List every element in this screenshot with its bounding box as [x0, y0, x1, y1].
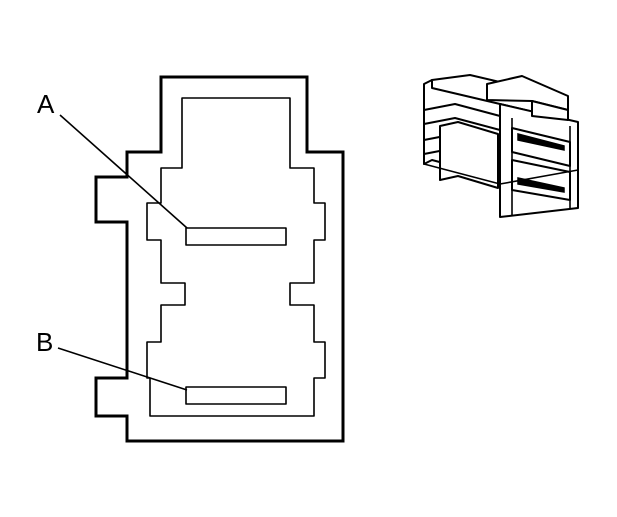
terminal-slot-a	[185, 227, 287, 246]
callout-b: B	[36, 327, 53, 357]
connector-face-outline	[94, 75, 345, 443]
leader-line-a	[59, 114, 188, 229]
terminal-slot-b	[185, 386, 287, 405]
connector-isometric-illustration	[423, 74, 579, 218]
callout-a: A	[37, 89, 55, 119]
leader-line-b	[57, 347, 188, 391]
connector-cavity-outline	[146, 97, 326, 417]
